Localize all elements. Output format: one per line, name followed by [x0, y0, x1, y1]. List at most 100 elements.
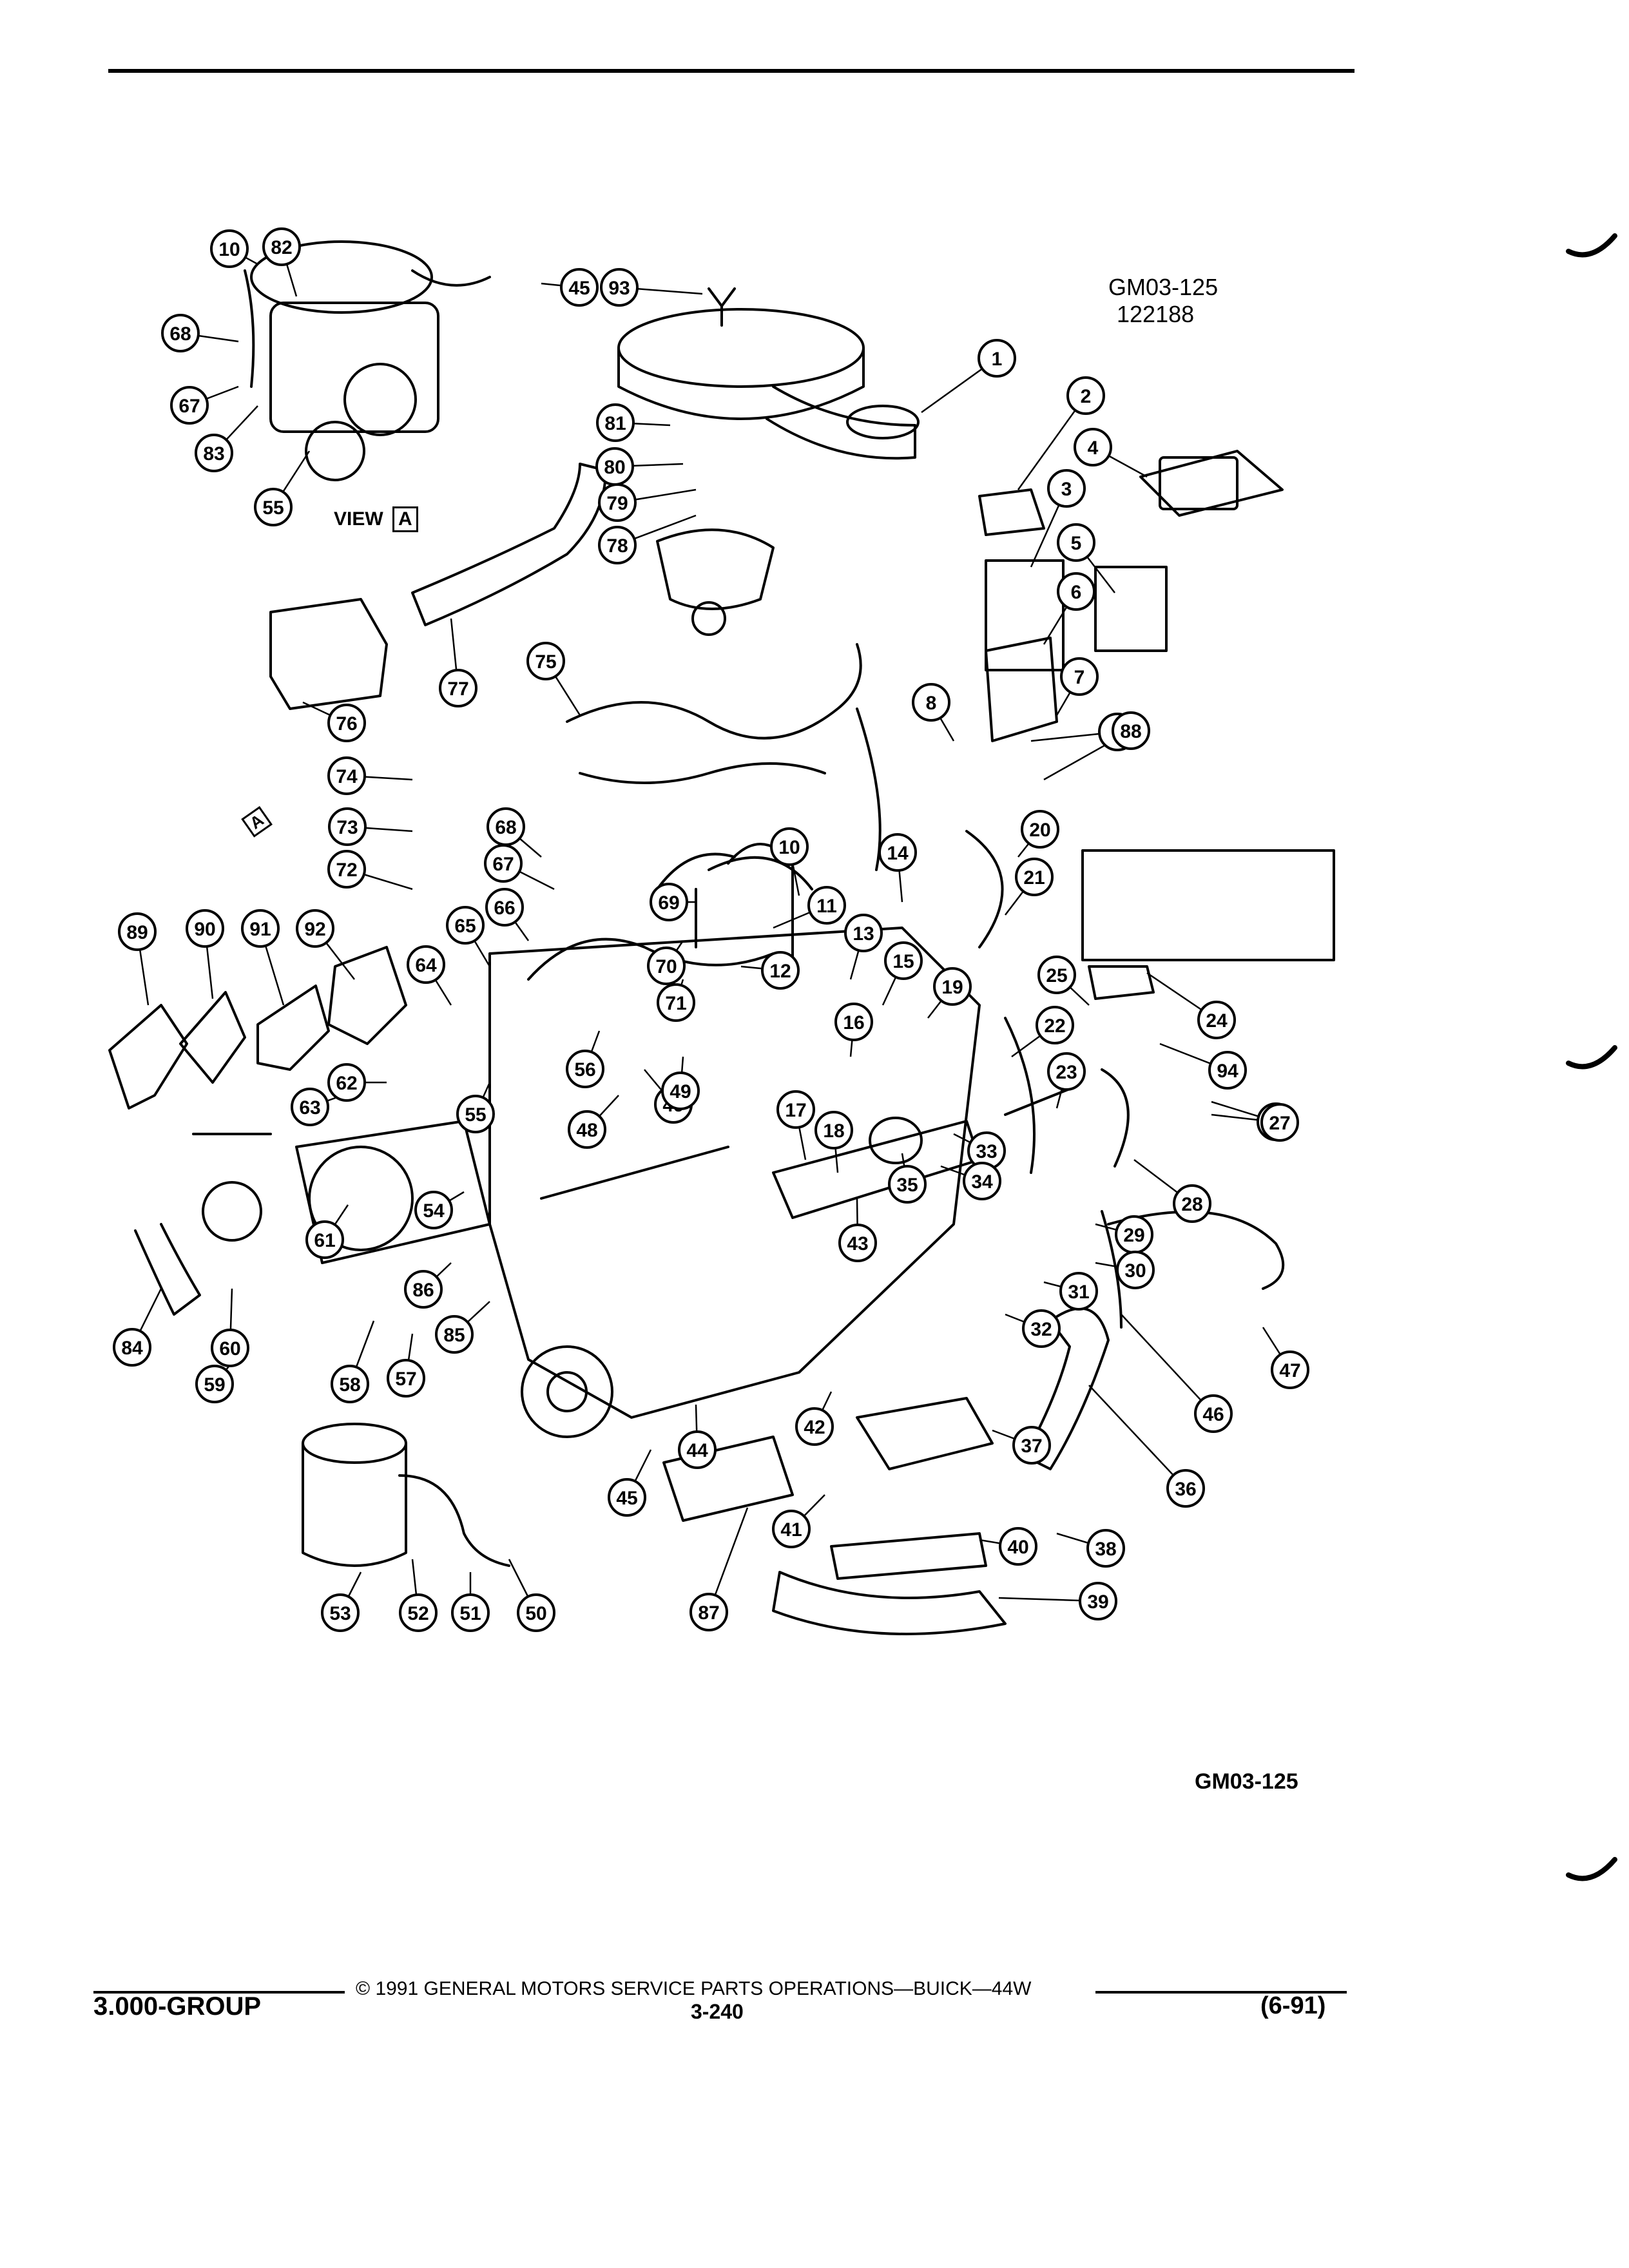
callout-number: 43: [847, 1233, 868, 1254]
callout-number: 62: [336, 1073, 357, 1094]
callout-bubble: [999, 1527, 1037, 1566]
callout-number: 71: [665, 993, 686, 1014]
callout-number: 10: [778, 837, 800, 858]
callout-bubble: [689, 1593, 728, 1631]
callout-number: 15: [892, 951, 914, 972]
callout-number: 68: [169, 323, 191, 345]
callout-number: 78: [606, 535, 628, 557]
callout-number: 70: [655, 956, 677, 977]
callout-number: 33: [976, 1141, 997, 1162]
callout-bubble: [1022, 1309, 1061, 1348]
view-a-engine-block: [269, 302, 439, 433]
callout-bubble: [912, 683, 950, 722]
callout-bubble: [933, 967, 972, 1006]
callout-bubble: [1271, 1350, 1309, 1389]
footer-copyright: © 1991 GENERAL MOTORS SERVICE PARTS OPER…: [356, 1978, 1032, 1999]
callout-number: 67: [492, 854, 514, 875]
callout-bubble: [161, 314, 200, 352]
drawing-date: 122188: [1117, 301, 1195, 327]
wiring-harness: [566, 643, 882, 871]
callout-number: 23: [1055, 1062, 1077, 1083]
wing-nut: [708, 287, 736, 327]
callout-bubble: [451, 1593, 490, 1632]
callout-number: 7: [1074, 667, 1085, 688]
callout-number: 11: [816, 896, 837, 917]
callout-bubble: [195, 1365, 234, 1403]
callout-number: 36: [1175, 1479, 1196, 1500]
callout-bubble: [776, 1090, 815, 1129]
callout-number: 93: [608, 278, 630, 299]
callout-number: 81: [604, 413, 626, 434]
callout-bubble: [600, 268, 639, 307]
callout-number: 5: [1071, 533, 1082, 554]
tube-33: [1004, 1088, 1071, 1116]
footer-rule-right: [1095, 1991, 1347, 1994]
callout-bubble: [404, 1270, 443, 1309]
drawing-code: GM03-125: [1108, 274, 1219, 300]
binder-tick-mark: [1566, 233, 1617, 258]
callout-number: 84: [121, 1338, 143, 1359]
callout-bubble: [1260, 1103, 1299, 1142]
ecm-calpak: [1094, 566, 1168, 652]
callout-bubble: [331, 1365, 369, 1403]
callout-bubble: [262, 227, 301, 266]
callout-bubble: [560, 268, 599, 307]
callout-bubble: [407, 945, 445, 984]
callout-bubble: [327, 1063, 366, 1102]
tbi-unit: [656, 528, 775, 610]
callout-bubble: [170, 386, 209, 425]
callout-bubble: [1112, 711, 1150, 750]
flex-exhaust-hose: [1023, 1307, 1110, 1470]
air-intake-housing: [269, 598, 388, 710]
callout-number: 94: [1217, 1061, 1239, 1082]
callout-bubble: [770, 827, 809, 866]
callout-number: 10: [218, 239, 240, 260]
callout-bubble: [1066, 376, 1105, 415]
callout-bubble: [399, 1593, 438, 1632]
vacuum-hose-46: [1107, 1210, 1285, 1290]
callout-bubble: [884, 941, 923, 980]
callout-number: 46: [1202, 1404, 1224, 1425]
view-letter-box: A: [392, 506, 418, 532]
callout-bubble: [414, 1191, 453, 1229]
callout-bubble: [327, 704, 366, 742]
callout-number: 42: [804, 1417, 825, 1438]
callout-bubble: [596, 403, 635, 442]
callout-bubble: [435, 1315, 474, 1354]
callout-number: 61: [314, 1230, 335, 1251]
callout-bubble: [1015, 858, 1054, 896]
callout-bubble: [195, 434, 233, 472]
callout-number: 47: [1279, 1360, 1300, 1381]
callout-number: 74: [336, 766, 358, 787]
callout-number: 50: [525, 1603, 546, 1624]
bypass-hose: [134, 1223, 201, 1316]
callout-bubble: [485, 888, 524, 927]
callout-bubble: [678, 1430, 717, 1469]
callout-number: 6: [1071, 582, 1082, 603]
callout-bubble: [210, 229, 249, 268]
bracket-92: [327, 946, 407, 1045]
view-a-label: VIEW A: [334, 506, 418, 532]
callout-number: 92: [304, 919, 325, 940]
callout-bubble: [1037, 956, 1076, 994]
callout-bubble: [439, 669, 477, 707]
view-a-pulley: [343, 363, 417, 436]
air-cleaner-body: [617, 347, 865, 420]
callout-bubble: [446, 906, 485, 945]
callout-bubble: [321, 1593, 360, 1632]
callout-number: 35: [896, 1175, 918, 1196]
tube-28: [1101, 1068, 1130, 1168]
callout-number: 3: [1061, 479, 1072, 500]
view-a-hoses: [244, 269, 491, 388]
ecm-cover-plate: [1139, 450, 1284, 517]
callout-number: 79: [606, 493, 628, 514]
callout-number: 16: [843, 1012, 864, 1033]
callout-bubble: [834, 1003, 873, 1041]
callout-bubble: [113, 1328, 151, 1367]
callout-bubble: [1194, 1394, 1233, 1433]
intake-manifold: [527, 937, 775, 981]
air-cleaner-duct-cap: [846, 405, 920, 439]
callout-number: 45: [568, 278, 590, 299]
callout-bubble: [1057, 572, 1095, 611]
